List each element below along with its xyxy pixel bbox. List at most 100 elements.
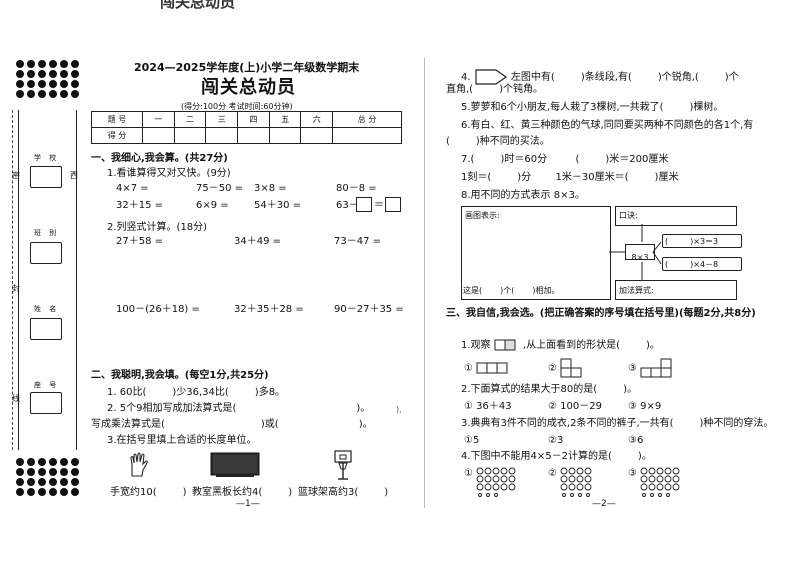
koujue-box[interactable] (615, 206, 737, 226)
cube-stack-icon (494, 339, 516, 351)
score-header: 总 分 (332, 111, 402, 128)
score-header: 三 (205, 111, 239, 128)
class-label: 班 别 (34, 229, 60, 237)
score-row-label: 得 分 (91, 127, 143, 144)
s3-q3: 3.典典有3件不同的成衣,2条不同的裤子,一共有()种不同的穿法。 (461, 418, 774, 429)
school-label: 学 校 (34, 154, 60, 162)
calc-item: 4×7 = (116, 183, 149, 194)
view-shape-icon (560, 358, 582, 378)
s1-q1-label: 1.看谁算得又对又快。(9分) (107, 168, 231, 179)
s2-q3: 3.在括号里填上合适的长度单位。 (107, 435, 257, 446)
calc-item: 63－ (336, 200, 359, 211)
addition-box[interactable] (615, 280, 737, 300)
seat-label: 座 号 (34, 381, 60, 389)
basketball-hoop-icon (334, 450, 352, 480)
vertical-calc-item: 27＋58 = (116, 236, 164, 247)
score-header: 题 号 (91, 111, 143, 128)
seal-char-xi: 西 (70, 171, 78, 180)
addition-label: 加法算式: (619, 286, 654, 295)
draw-area[interactable] (461, 206, 611, 300)
exam-subtitle: 2024—2025学年度(上)小学二年级数学期末 (134, 61, 360, 74)
mult-row-2[interactable]: ()×4－8 (662, 257, 742, 271)
blackboard-icon (210, 452, 260, 477)
calc-item: 32＋15 = (116, 200, 164, 211)
score-header: 六 (300, 111, 334, 128)
s3-q1-opt3[interactable]: ③ (628, 358, 674, 378)
vertical-calc-item: 32＋35＋28 = (234, 304, 304, 315)
score-cell[interactable] (300, 127, 334, 144)
hand-width-item: 手宽约10() (110, 487, 187, 498)
s3-q4-opt2[interactable]: ② (548, 468, 557, 479)
s3-q4-opt3[interactable]: ③ (628, 468, 637, 479)
circle-grid-icon (476, 467, 516, 497)
score-header: 五 (268, 111, 302, 128)
vertical-calc-item: 34＋49 = (234, 236, 282, 247)
r-q8: 8.用不同的方式表示 8×3。 (461, 190, 585, 201)
calc-equals: ＝ (374, 200, 384, 211)
binding-line-left (18, 110, 19, 450)
s2-q1: 1. 60比()少36,34比()多8。 (107, 387, 286, 398)
s2-q2a: 2. 5个9相加写成加法算式是()。 (107, 403, 371, 414)
exam-title: 闯关总动员 (201, 77, 296, 98)
blackboard-length-item: 教室黑板长约4() (192, 487, 293, 498)
seal-char-feng: 封 (12, 284, 20, 293)
r-q6b: ()种不同的买法。 (446, 136, 550, 147)
cut-line (12, 110, 13, 450)
view-shape-icon (640, 358, 672, 378)
score-cell[interactable] (173, 127, 207, 144)
answer-box[interactable] (385, 197, 401, 212)
class-field[interactable] (30, 242, 62, 264)
center-expression: 8×3 (631, 253, 649, 262)
vertical-calc-item: 100－(26＋18) = (116, 304, 200, 315)
s3-q4-opt1[interactable]: ① (464, 468, 473, 479)
seal-char-mi: 密 (12, 171, 20, 180)
answer-box[interactable] (356, 197, 372, 212)
koujue-label: 口诀: (619, 211, 638, 220)
hand-icon (130, 452, 148, 477)
page-divider (424, 58, 425, 508)
dot-pattern-top (16, 60, 80, 98)
seat-field[interactable] (30, 392, 62, 414)
name-label: 姓 名 (34, 305, 60, 313)
circle-grid-icon (640, 467, 680, 497)
hoop-height-item: 篮球架高约3() (298, 487, 389, 498)
score-cell[interactable] (332, 127, 402, 144)
name-field[interactable] (30, 318, 62, 340)
s3-q3-opt2[interactable]: ②3 (548, 435, 564, 446)
vertical-calc-item: 90－27＋35 = (334, 304, 404, 315)
score-cell[interactable] (237, 127, 270, 144)
r-q4: 4. 左图中有()条线段,有()个锐角,()个 (461, 68, 739, 86)
score-cell[interactable] (142, 127, 175, 144)
center-expression-box: 8×3 (625, 244, 655, 262)
binding-line-right (76, 110, 77, 450)
s3-q2-opt2[interactable]: ② 100－29 (548, 401, 602, 412)
school-field[interactable] (30, 166, 62, 188)
s3-q1-opt1[interactable]: ① (464, 362, 510, 375)
s3-q4: 4.下图中不能用4×5－2计算的是()。 (461, 451, 652, 462)
s3-q2-opt1[interactable]: ① 36＋43 (464, 401, 512, 412)
section2-title: 二、我聪明,我会填。(每空1分,共25分) (91, 370, 269, 381)
calc-item: 80－8 = (336, 183, 377, 194)
s3-q3-opt3[interactable]: ③6 (628, 435, 644, 446)
r-q5: 5.萝萝和6个小朋友,每人栽了3棵树,一共栽了()棵树。 (461, 102, 724, 113)
r-q7a: 7.()时＝60分 ()米＝200厘米 (461, 154, 669, 165)
page-number-left: —1— (236, 499, 260, 509)
score-cell[interactable] (205, 127, 239, 144)
s3-q2: 2.下面算式的结果大于80的是()。 (461, 384, 638, 395)
s1-q2-label: 2.列竖式计算。(18分) (107, 222, 208, 233)
calc-item: 75－50 = (196, 183, 244, 194)
stray-mark: ), (396, 405, 402, 414)
circle-grid-icon (560, 467, 592, 497)
s3-q3-opt1[interactable]: ①5 (464, 435, 480, 446)
top-cut-title: 闯关总动员 (160, 0, 236, 11)
page-number-right: —2— (592, 499, 616, 509)
score-cell[interactable] (268, 127, 302, 144)
score-header: 二 (173, 111, 207, 128)
s3-q2-opt3[interactable]: ③ 9×9 (628, 401, 662, 412)
mult-row-1[interactable]: ()×3＝3 (662, 234, 742, 248)
s3-q1-opt2[interactable]: ② (548, 358, 586, 378)
r-q7b: 1刻＝()分 1米－30厘米＝()厘米 (461, 172, 679, 183)
section3-title: 三、我自信,我会选。(把正确答案的序号填在括号里)(每题2分,共8分) (446, 308, 756, 319)
exam-meta: (得分:100分 考试时间:60分钟) (181, 102, 293, 111)
s3-q1: 1.观察 ,从上面看到的形状是()。 (461, 339, 660, 351)
